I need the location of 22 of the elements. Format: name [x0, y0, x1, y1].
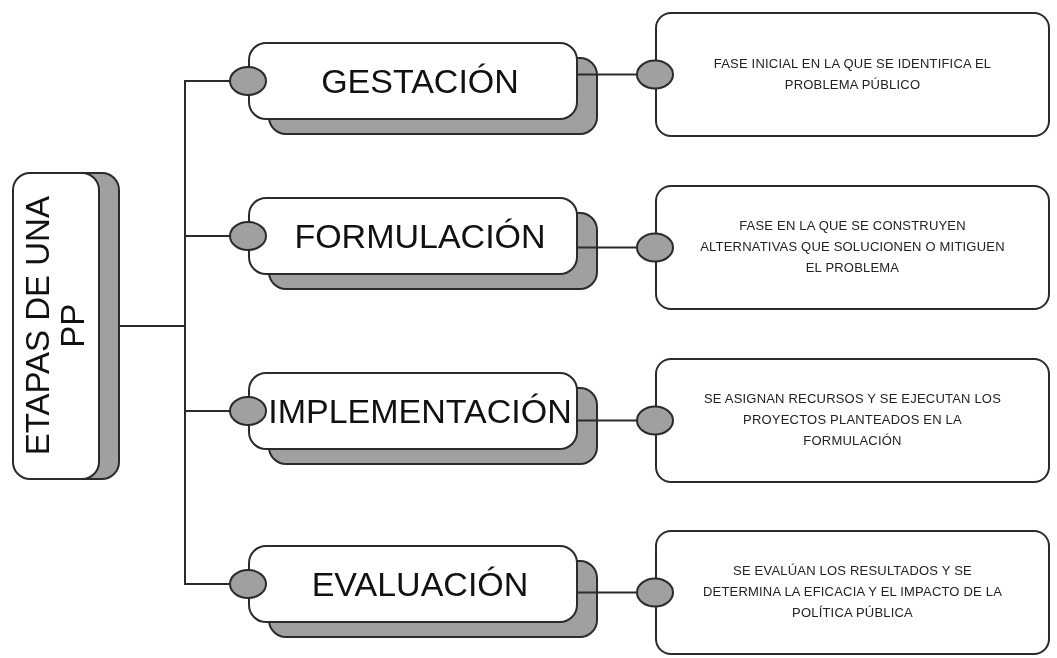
description-text: SE EVALÚAN LOS RESULTADOS Y SE DETERMINA LA EFICACIA Y EL IMPACTO DE LA POLÍTICA PÚBLICA: [701, 562, 1004, 622]
stage-box: [248, 197, 578, 275]
stage-title: FORMULACIÓN: [293, 216, 546, 256]
description-box: [655, 530, 1050, 655]
connector-line: [577, 405, 674, 436]
description-text: FASE INICIAL EN LA QUE SE IDENTIFICA EL PROBLEMA PÚBLICO: [712, 54, 993, 94]
description-text: SE ASIGNAN RECURSOS Y SE EJECUTAN LOS PROYECTOS PLANTEADOS EN LA FORMULACIÓN: [702, 390, 1003, 450]
description-text: FASE EN LA QUE SE CONSTRUYEN ALTERNATIVAS QUE SOLUCIONEN O MITIGUEN EL PROBLEMA: [699, 217, 1006, 277]
stage-box: [248, 42, 578, 120]
stage-title: GESTACIÓN: [320, 61, 519, 101]
stage-title: EVALUACIÓN: [310, 564, 529, 604]
description-box: [655, 358, 1050, 483]
stage-box: [248, 372, 578, 450]
description-box: [655, 185, 1050, 310]
description-box: [655, 12, 1050, 137]
stage-box: [248, 545, 578, 623]
connector-line: [577, 232, 674, 263]
connector-line: [577, 577, 674, 608]
title-text: ETAPAS DE UNA PP: [21, 195, 91, 458]
connector-line: [577, 59, 674, 90]
title-box: [12, 172, 100, 480]
stage-title: IMPLEMENTACIÓN: [267, 391, 572, 431]
